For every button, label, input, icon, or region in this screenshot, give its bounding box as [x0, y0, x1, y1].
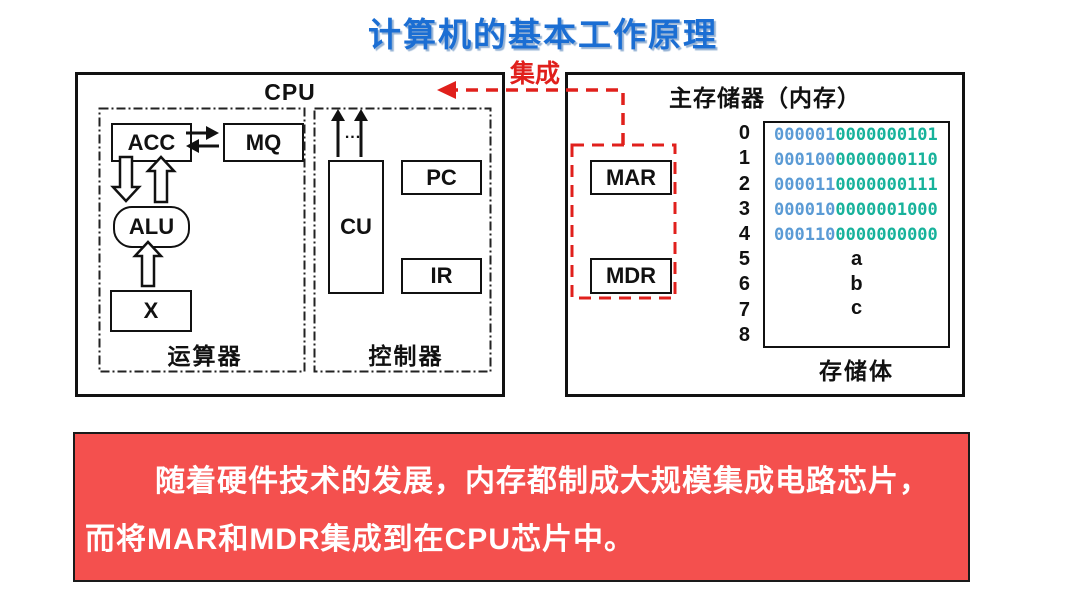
memory-address: 2 [738, 172, 750, 195]
cu-signal-ellipsis: ... [344, 125, 362, 142]
memory-cell: b [850, 272, 863, 295]
operand-bits: 0000000111 [835, 174, 938, 195]
memory-address: 0 [738, 122, 750, 145]
pc-label: PC [426, 164, 457, 190]
opcode-bits: 000010 [774, 199, 836, 220]
operand-bits: 0000001000 [835, 199, 938, 220]
note-text-line2: 而将MAR和MDR集成到在CPU芯片中。 [85, 523, 635, 556]
pc-register: PC [401, 160, 482, 195]
memory-address: 1 [738, 147, 750, 170]
memory-address: 7 [738, 298, 750, 321]
memory-address-column: 0 1 2 3 4 5 6 7 8 [718, 121, 756, 348]
acc-register: ACC [111, 123, 192, 162]
cpu-panel: CPU ACC MQ ALU X 运算器 CU PC IR ... 控制器 [75, 72, 505, 397]
x-label: X [143, 298, 159, 323]
opcode-bits: 000001 [774, 125, 836, 146]
control-unit-label: 控制器 [368, 343, 444, 369]
memory-address: 3 [738, 197, 750, 220]
cpu-panel-title: CPU [264, 79, 316, 105]
mq-label: MQ [245, 129, 282, 155]
note-text-line1: 随着硬件技术的发展，内存都制成大规模集成电路芯片， [155, 465, 930, 498]
integration-label: 集成 [509, 60, 560, 88]
mar-label: MAR [605, 164, 657, 190]
memory-address: 4 [738, 222, 750, 245]
opcode-bits: 000110 [774, 224, 836, 245]
memory-address: 5 [738, 248, 750, 271]
alu-label: ALU [128, 214, 175, 239]
cu-label: CU [340, 214, 372, 239]
ir-label: IR [430, 263, 453, 288]
x-register: X [110, 290, 192, 332]
mdr-register: MDR [590, 258, 672, 294]
operand-bits: 0000000000 [835, 224, 938, 245]
memory-panel-title: 主存储器（内存） [669, 85, 861, 111]
operand-bits: 0000000110 [835, 150, 938, 171]
cu-block: CU [328, 160, 384, 294]
memory-cell: c [850, 297, 863, 320]
mdr-label: MDR [605, 263, 657, 288]
main-memory-panel: 主存储器（内存） MAR MDR 0 1 2 3 4 5 6 7 8 00000… [565, 72, 965, 397]
mar-register: MAR [590, 160, 672, 195]
memory-address: 6 [738, 273, 750, 296]
arithmetic-unit-label: 运算器 [167, 343, 243, 369]
memory-cell: a [850, 247, 863, 270]
opcode-bits: 000011 [774, 174, 836, 195]
storage-bank-label: 存储体 [819, 358, 894, 384]
memory-address: 8 [738, 323, 750, 346]
acc-label: ACC [127, 129, 176, 155]
alu-unit: ALU [113, 206, 190, 248]
memory-cell [765, 321, 948, 346]
ir-register: IR [401, 258, 482, 294]
note-box: 随着硬件技术的发展，内存都制成大规模集成电路芯片， 而将MAR和MDR集成到在C… [73, 432, 970, 582]
operand-bits: 0000000101 [835, 125, 938, 146]
page-title: 计算机的基本工作原理 [368, 16, 718, 53]
opcode-bits: 000100 [774, 150, 836, 171]
mq-register: MQ [223, 123, 304, 162]
